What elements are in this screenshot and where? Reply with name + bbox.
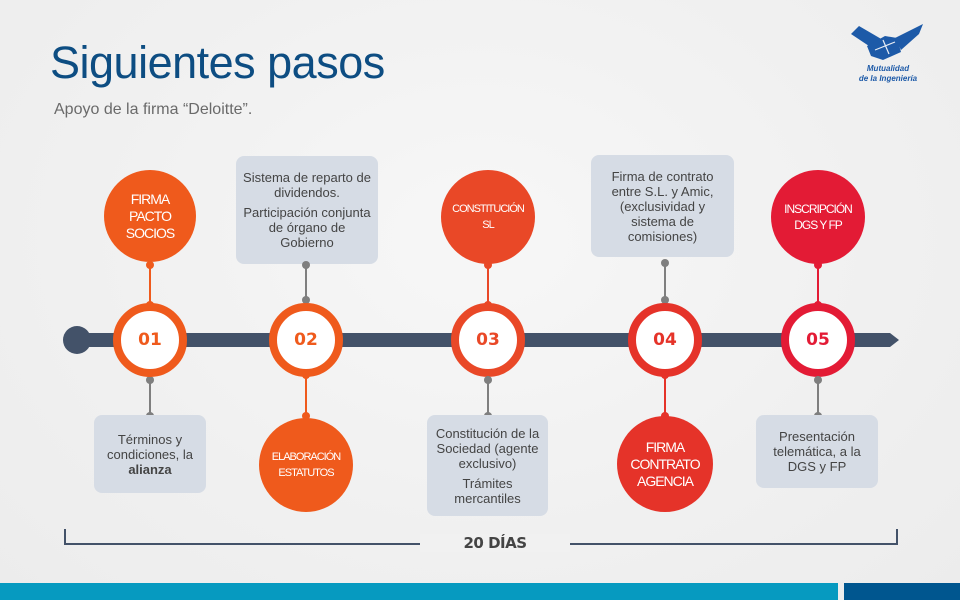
footer-bar-accent — [844, 583, 960, 600]
step-5-bottom-dot-upper — [814, 376, 822, 384]
step-1-bottom-connector — [149, 376, 151, 416]
bubble-line: INSCRIPCIÓN — [784, 202, 853, 216]
bubble-line: CONTRATO — [630, 455, 700, 472]
step-2-marker: 02 — [269, 303, 343, 377]
step-3-top-connector-dot — [484, 261, 492, 269]
step-3-description-box: Constitución de la Sociedad (agente excl… — [427, 415, 548, 516]
step-5-top-connector — [817, 262, 819, 308]
step-number: 03 — [476, 330, 500, 350]
step-number: 05 — [806, 330, 830, 350]
bubble-line: ELABORACIÓN — [271, 451, 341, 463]
step-2-top-dot-lower — [302, 296, 310, 304]
step-2-bubble: ELABORACIÓN ESTATUTOS — [259, 418, 353, 512]
step-5-marker: 05 — [781, 303, 855, 377]
bubble-line: SL — [482, 219, 494, 231]
step-1-top-connector-dot — [146, 261, 154, 269]
step-4-bottom-connector — [664, 376, 666, 420]
step-4-top-dot-lower — [661, 296, 669, 304]
step-2-top-dot-upper — [302, 261, 310, 269]
box-paragraph: Trámites mercantiles — [454, 475, 521, 506]
step-1-top-connector — [149, 262, 151, 308]
step-number: 01 — [138, 330, 162, 350]
step-3-marker: 03 — [451, 303, 525, 377]
bubble-line: AGENCIA — [636, 472, 694, 489]
logo-text: Mutualidad de la Ingeniería — [843, 64, 933, 84]
step-4-description-box: Firma de contrato entre S.L. y Amic, (ex… — [591, 155, 734, 257]
mutualidad-logo: Mutualidad de la Ingeniería — [843, 20, 927, 90]
bubble-line: DGS Y FP — [794, 218, 843, 232]
step-1-bottom-dot-upper — [146, 376, 154, 384]
step-5-top-connector-dot — [814, 261, 822, 269]
step-3-top-connector — [487, 262, 489, 308]
step-3-bottom-connector — [487, 376, 489, 416]
box-paragraph: Términos y condiciones, la alianza — [100, 432, 200, 477]
step-2-top-connector — [305, 264, 307, 306]
step-number: 04 — [653, 330, 677, 350]
box-paragraph: Participación conjunta de órgano de Gobi… — [243, 205, 371, 250]
step-4-ring-dot-bottom — [661, 371, 669, 379]
step-4-marker: 04 — [628, 303, 702, 377]
page-subtitle: Apoyo de la firma “Deloitte”. — [54, 101, 253, 118]
bubble-line: FIRMA — [130, 190, 171, 207]
step-1-description-box: Términos y condiciones, la alianza — [94, 415, 206, 493]
step-4-top-dot-upper — [661, 259, 669, 267]
step-2-bottom-connector — [305, 376, 307, 420]
footer-bar — [0, 583, 838, 600]
step-2-ring-dot-bottom — [302, 371, 310, 379]
step-2-bottom-connector-dot — [302, 412, 310, 420]
step-5-bubble: INSCRIPCIÓN DGS Y FP — [771, 170, 865, 264]
timeline-start-dot — [63, 326, 91, 354]
logo-line-2: de la Ingeniería — [858, 74, 918, 83]
step-5-bottom-connector — [817, 376, 819, 416]
step-1-marker: 01 — [113, 303, 187, 377]
logo-line-1: Mutualidad — [866, 64, 910, 73]
box-paragraph: Firma de contrato entre S.L. y Amic, (ex… — [611, 168, 714, 244]
box-text: Términos y condiciones, la — [107, 431, 193, 462]
step-2-description-box: Sistema de reparto de dividendos. Partic… — [236, 156, 378, 264]
bubble-line: ESTATUTOS — [278, 467, 334, 479]
bubble-line: PACTO — [129, 207, 172, 224]
bubble-line: CONSTITUCIÓN — [452, 203, 525, 215]
step-3-bottom-dot-upper — [484, 376, 492, 384]
bubble-line: SOCIOS — [125, 224, 175, 241]
step-number: 02 — [294, 330, 318, 350]
box-paragraph: Constitución de la Sociedad (agente excl… — [435, 425, 540, 471]
handshake-knot-icon — [851, 24, 923, 60]
step-4-top-connector — [664, 262, 666, 306]
timeline-arrow-head — [890, 333, 899, 347]
box-paragraph: Sistema de reparto de dividendos. — [243, 170, 371, 200]
duration-label: 20 DÍAS — [420, 534, 570, 552]
step-5-description-box: Presentación telemática, a la DGS y FP — [756, 415, 878, 488]
box-paragraph: Presentación telemática, a la DGS y FP — [773, 429, 861, 474]
step-3-bubble: CONSTITUCIÓN SL — [441, 170, 535, 264]
bubble-line: FIRMA — [645, 438, 686, 455]
page-title: Siguientes pasos — [50, 37, 385, 88]
box-bold-text: alianza — [128, 461, 172, 477]
